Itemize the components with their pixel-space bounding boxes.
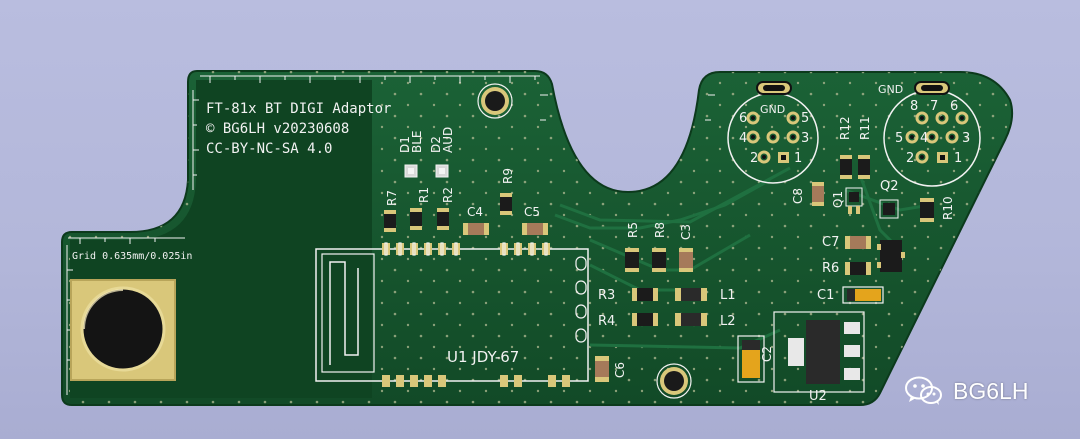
- label-r3: R3: [598, 288, 615, 303]
- label-r12: R12: [838, 116, 852, 140]
- regulator-u2: [773, 311, 865, 393]
- din-right-pin-5: 5: [895, 131, 903, 146]
- resistor-r5: [625, 248, 639, 272]
- capacitor-c4: [463, 223, 489, 235]
- din-left-pin-4: 4: [739, 131, 747, 146]
- din-right-pin-8: 8: [910, 99, 918, 114]
- din-right-pin-6: 6: [950, 99, 958, 114]
- label-l2: L2: [720, 314, 736, 329]
- din-right-gnd-label: GND: [878, 83, 903, 96]
- led-d1: [404, 164, 418, 178]
- label-r8: R8: [653, 222, 667, 238]
- resistor-r6: [845, 262, 871, 275]
- mounting-hole-large: [70, 279, 176, 381]
- label-r1: R1: [417, 187, 431, 203]
- label-d1: D1: [398, 136, 412, 153]
- din-right-pin-1: 1: [954, 151, 962, 166]
- capacitor-c6: [595, 356, 609, 382]
- din-left-pin-2: 2: [750, 151, 758, 166]
- label-u2: U2: [809, 389, 827, 404]
- label-r10: R10: [941, 196, 955, 220]
- resistor-r12: [840, 155, 852, 179]
- resistor-r4: [632, 313, 658, 326]
- led-d2: [435, 164, 449, 178]
- din-left-pin-1: 1: [794, 151, 802, 166]
- label-r11: R11: [858, 116, 872, 140]
- transistor-q1: [845, 187, 863, 214]
- mounting-hole-top: [477, 83, 513, 119]
- label-c6: C6: [613, 362, 627, 378]
- board-author: © BG6LH v20230608: [206, 121, 349, 137]
- inductor-l2: [675, 313, 707, 326]
- capacitor-c8: [812, 182, 824, 206]
- label-q2: Q2: [880, 179, 899, 194]
- capacitor-c3: [679, 248, 693, 272]
- label-c7: C7: [822, 235, 839, 250]
- label-c8: C8: [791, 188, 805, 204]
- board-license: CC-BY-NC-SA 4.0: [206, 141, 332, 157]
- din-right-pin-7: 7: [930, 99, 938, 114]
- resistor-r9: [500, 193, 512, 215]
- resistor-r8: [652, 248, 666, 272]
- label-c4: C4: [467, 205, 483, 219]
- din-left-pin-3: 3: [801, 131, 809, 146]
- watermark-text: BG6LH: [953, 377, 1029, 404]
- tantalum-c2: [737, 335, 765, 383]
- wechat-icon: [905, 376, 942, 405]
- label-aud: AUD: [441, 127, 455, 153]
- label-c3: C3: [679, 224, 693, 240]
- resistor-r3: [632, 288, 658, 301]
- din-left-gnd-label: GND: [760, 103, 785, 116]
- capacitor-c5: [522, 223, 548, 235]
- label-r9: R9: [501, 168, 515, 184]
- label-c5: C5: [524, 205, 540, 219]
- transistor-q2: [879, 199, 899, 219]
- ruler-ticks: [66, 75, 715, 395]
- bt-module-u1: [315, 242, 589, 387]
- inductor-l1: [675, 288, 707, 301]
- din-right-pin-4: 4: [920, 131, 928, 146]
- ic-u3: [877, 240, 905, 272]
- label-c2: C2: [760, 346, 774, 362]
- resistor-r11: [858, 155, 870, 179]
- resistor-r10: [920, 198, 934, 222]
- label-r7: R7: [385, 190, 399, 206]
- tantalum-c1: [842, 286, 884, 304]
- label-ble: BLE: [410, 131, 424, 154]
- resistor-r7: [384, 210, 396, 232]
- capacitor-c7: [845, 236, 871, 249]
- resistor-r1: [410, 208, 422, 230]
- watermark: BG6LH: [905, 376, 1028, 406]
- grid-note: Grid 0.635mm/0.025in: [72, 251, 192, 262]
- label-l1: L1: [720, 288, 736, 303]
- mounting-hole-bottom: [656, 363, 692, 399]
- label-r5: R5: [626, 222, 640, 238]
- din-left-pin-5: 5: [801, 111, 809, 126]
- resistor-r2: [437, 208, 449, 230]
- label-r2: R2: [441, 187, 455, 203]
- board-title: FT-81x BT DIGI Adaptor: [206, 101, 391, 117]
- din-connector-right: [883, 81, 981, 187]
- module-label: U1 JDY-67: [447, 348, 519, 366]
- din-right-pin-3: 3: [962, 131, 970, 146]
- din-left-pin-6: 6: [739, 111, 747, 126]
- label-d2: D2: [429, 136, 443, 153]
- label-q1: Q1: [831, 191, 845, 208]
- label-r4: R4: [598, 314, 615, 329]
- label-c1: C1: [817, 288, 834, 303]
- label-r6: R6: [822, 261, 839, 276]
- din-right-pin-2: 2: [906, 151, 914, 166]
- din-connector-left: [727, 81, 819, 184]
